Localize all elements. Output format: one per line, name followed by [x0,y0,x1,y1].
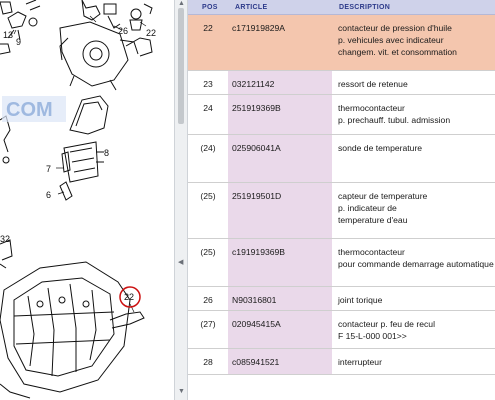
cell-description: ressort de retenue [332,70,495,95]
column-header-description[interactable]: DESCRIPTION [332,0,495,15]
description-line: pour commande demarrage automatique [338,259,494,269]
description-line: thermocontacteur [338,103,405,113]
parts-diagram: COM 13 9 26 22 8 7 6 32 22 [0,0,174,400]
cell-pos: 24 [188,94,228,135]
highlight-ring [119,286,141,308]
exploded-view-drawing: COM 13 9 26 22 8 7 6 32 22 [0,0,156,399]
scroll-up-icon[interactable]: ▲ [178,0,185,7]
description-line: ressort de retenue [338,79,408,89]
column-header-article[interactable]: ARTICLE [228,0,332,15]
watermark-box [2,96,66,122]
description-line: contacteur p. feu de recul [338,319,435,329]
scroll-down-icon[interactable]: ▼ [178,388,185,395]
cell-description: sonde de temperature [332,134,495,183]
cell-article[interactable]: 032121142 [228,70,332,95]
cell-pos: 26 [188,286,228,311]
cell-description: contacteur de pression d'huile p. vehicul… [332,14,495,71]
cell-pos: 22 [188,14,228,71]
description-line: F 15-L-000 001>> [338,331,407,341]
cell-pos: (24) [188,134,228,183]
cell-pos: 23 [188,70,228,95]
callout-label-highlighted[interactable]: 22 [124,292,134,302]
cell-pos: (27) [188,310,228,349]
description-line: capteur de temperature [338,191,428,201]
column-header-pos[interactable]: POS [188,0,228,15]
cell-description: interrupteur [332,348,495,375]
table-row[interactable]: (24)025906041A sonde de temperature [188,134,495,183]
vertical-scrollbar[interactable]: ▲ ◀ ▼ [174,0,188,400]
callout-label[interactable]: 9 [16,37,21,47]
callout-label[interactable]: 8 [104,148,109,158]
table-row[interactable]: (25)251919501D capteur de temperature p. i… [188,182,495,239]
cell-description: contacteur p. feu de recul F 15-L-000 001… [332,310,495,349]
description-line: changem. vit. et consommation [338,47,457,57]
description-line: temperature d'eau [338,215,408,225]
description-line: interrupteur [338,357,382,367]
cell-article[interactable]: 020945415A [228,310,332,349]
cell-pos: 28 [188,348,228,375]
callout-label[interactable]: 26 [118,26,128,36]
scroll-left-icon[interactable]: ◀ [178,259,184,266]
scrollbar-thumb[interactable] [178,8,184,124]
callout-label[interactable]: 13 [3,30,13,40]
callout-label[interactable]: 7 [46,164,51,174]
cell-article[interactable]: c191919369B [228,238,332,287]
cell-article[interactable]: 251919369B [228,94,332,135]
description-line: p. indicateur de [338,203,397,213]
cell-description: thermocontacteur pour commande demarrage … [332,238,495,287]
description-line: thermocontacteur [338,247,405,257]
cell-article[interactable]: N90316801 [228,286,332,311]
description-line: p. prechauff. tubul. admission [338,115,451,125]
cell-description: thermocontacteur p. prechauff. tubul. adm… [332,94,495,135]
cell-article[interactable]: c085941521 [228,348,332,375]
description-line: contacteur de pression d'huile [338,23,452,33]
table-header-row: POS ARTICLE DESCRIPTION [188,0,495,15]
description-line: p. vehicules avec indicateur [338,35,444,45]
callout-label[interactable]: 32 [0,234,10,244]
cell-article[interactable]: 251919501D [228,182,332,239]
table-row[interactable]: (25)c191919369B thermocontacteur pour comm… [188,238,495,287]
cell-article[interactable]: c171919829A [228,14,332,71]
description-line: joint torique [338,295,383,305]
cell-article[interactable]: 025906041A [228,134,332,183]
callout-label[interactable]: 22 [146,28,156,38]
callout-label[interactable]: 6 [46,190,51,200]
cell-pos: (25) [188,182,228,239]
cell-pos: (25) [188,238,228,287]
cell-description: capteur de temperature p. indicateur de te… [332,182,495,239]
watermark-text: COM [6,99,53,121]
cell-description: joint torique [332,286,495,311]
description-line: sonde de temperature [338,143,423,153]
